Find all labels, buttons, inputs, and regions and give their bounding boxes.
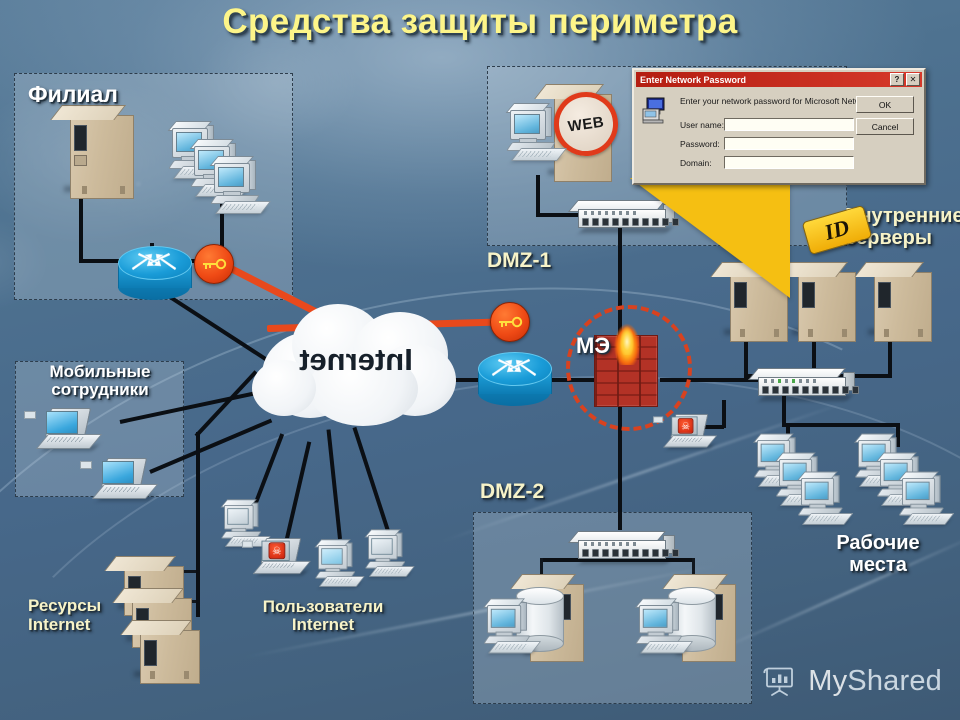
cancel-button[interactable]: Cancel — [856, 118, 914, 135]
id-badge-label: ID — [821, 214, 853, 245]
dialog-title: Enter Network Password — [640, 74, 747, 85]
password-input[interactable] — [724, 137, 854, 150]
watermark: MyShared — [761, 664, 942, 698]
skull-icon: ☠ — [268, 542, 286, 560]
zone-label-dmz2: DMZ-2 — [480, 480, 545, 503]
link-dmz2-switch-bus — [540, 558, 695, 562]
field-row-username[interactable]: User name: — [680, 118, 854, 131]
zone-label-mobile-employees: Мобильные сотрудники — [49, 362, 151, 399]
switch-leds — [584, 211, 636, 215]
help-button[interactable]: ? — [890, 73, 904, 86]
link-web-server-to-switch — [536, 175, 540, 217]
link-ids-riser — [722, 400, 726, 428]
slide-title: Средства защиты периметра — [222, 2, 738, 41]
domain-input[interactable] — [724, 156, 854, 169]
link-internal-server-2 — [812, 330, 816, 378]
internet-cloud-label: Internet — [299, 342, 413, 377]
link-workstation-bus — [782, 423, 900, 427]
key-glyph — [499, 316, 523, 328]
firewall-label: МЭ — [576, 333, 610, 358]
key-glyph — [203, 258, 227, 270]
username-input[interactable] — [724, 118, 854, 131]
link-internal-switch-down-1 — [782, 396, 786, 426]
switch-leds — [584, 542, 636, 546]
field-row-password[interactable]: Password: — [680, 137, 854, 150]
router-arrows-icon — [131, 252, 177, 271]
switch-ports — [582, 549, 679, 557]
dialog-callout-pointer — [630, 178, 790, 298]
vpn-key-core-icon — [490, 302, 530, 342]
skull-icon: ☠ — [677, 418, 694, 434]
link-firewall-to-internal-switch — [660, 378, 770, 382]
password-label: Password: — [680, 138, 720, 149]
domain-label: Domain: — [680, 157, 712, 168]
dialog-titlebar[interactable]: Enter Network Password ? ✕ — [636, 72, 922, 87]
web-badge-label: WEB — [566, 113, 606, 135]
switch-ports — [762, 386, 859, 394]
watermark-brand-second: Shared — [847, 664, 942, 697]
watermark-brand-first: My — [808, 664, 848, 697]
ok-button[interactable]: OK — [856, 96, 914, 113]
username-label: User name: — [680, 119, 724, 130]
zone-label-internet-resources: Ресурсы Internet — [28, 596, 102, 634]
link-branch-pcs-to-bus — [220, 202, 224, 262]
vpn-key-branch-icon — [194, 244, 234, 284]
link-internet-resources-riser — [196, 432, 200, 617]
link-branch-server-to-bus — [79, 186, 83, 262]
link-ids-laptop — [700, 425, 724, 429]
internet-cloud: Internet — [248, 298, 464, 428]
zone-label-dmz1: DMZ-1 — [487, 249, 552, 272]
firewall-flame-core-icon — [614, 311, 640, 355]
link-internet-to-core-router — [452, 378, 494, 382]
device-core-router — [478, 352, 552, 408]
dialog-message: Enter your network password for Microsof… — [680, 96, 887, 106]
switch-leds — [764, 379, 816, 383]
field-row-domain[interactable]: Domain: — [680, 156, 854, 169]
link-dmz2-trunk — [618, 378, 622, 530]
link-web-server-switch-leg — [536, 213, 580, 217]
zone-mobile-employees — [15, 361, 184, 497]
network-computer-icon — [642, 97, 665, 124]
link-workstation-group-2 — [896, 423, 900, 447]
watermark-text: MyShared — [808, 665, 942, 698]
zone-label-branch: Филиал — [28, 81, 118, 107]
device-internal-server-3 — [854, 262, 932, 342]
presentation-chart-icon — [763, 667, 794, 696]
zone-label-workstations: Рабочие места — [836, 532, 920, 576]
link-internal-server-1 — [744, 330, 748, 378]
close-icon[interactable]: ✕ — [906, 73, 920, 86]
router-arrows-icon — [491, 358, 537, 377]
link-internal-server-3 — [888, 330, 892, 378]
zone-label-internet-users: Пользователи Internet — [262, 597, 384, 634]
enter-network-password-dialog[interactable]: Enter Network Password ? ✕ Enter your ne… — [632, 68, 926, 185]
device-firewall — [566, 303, 692, 431]
device-internet-resource-server-3 — [120, 620, 200, 684]
device-internal-server-2 — [778, 262, 856, 342]
device-branch-router — [118, 246, 192, 302]
device-branch-server — [50, 105, 134, 199]
